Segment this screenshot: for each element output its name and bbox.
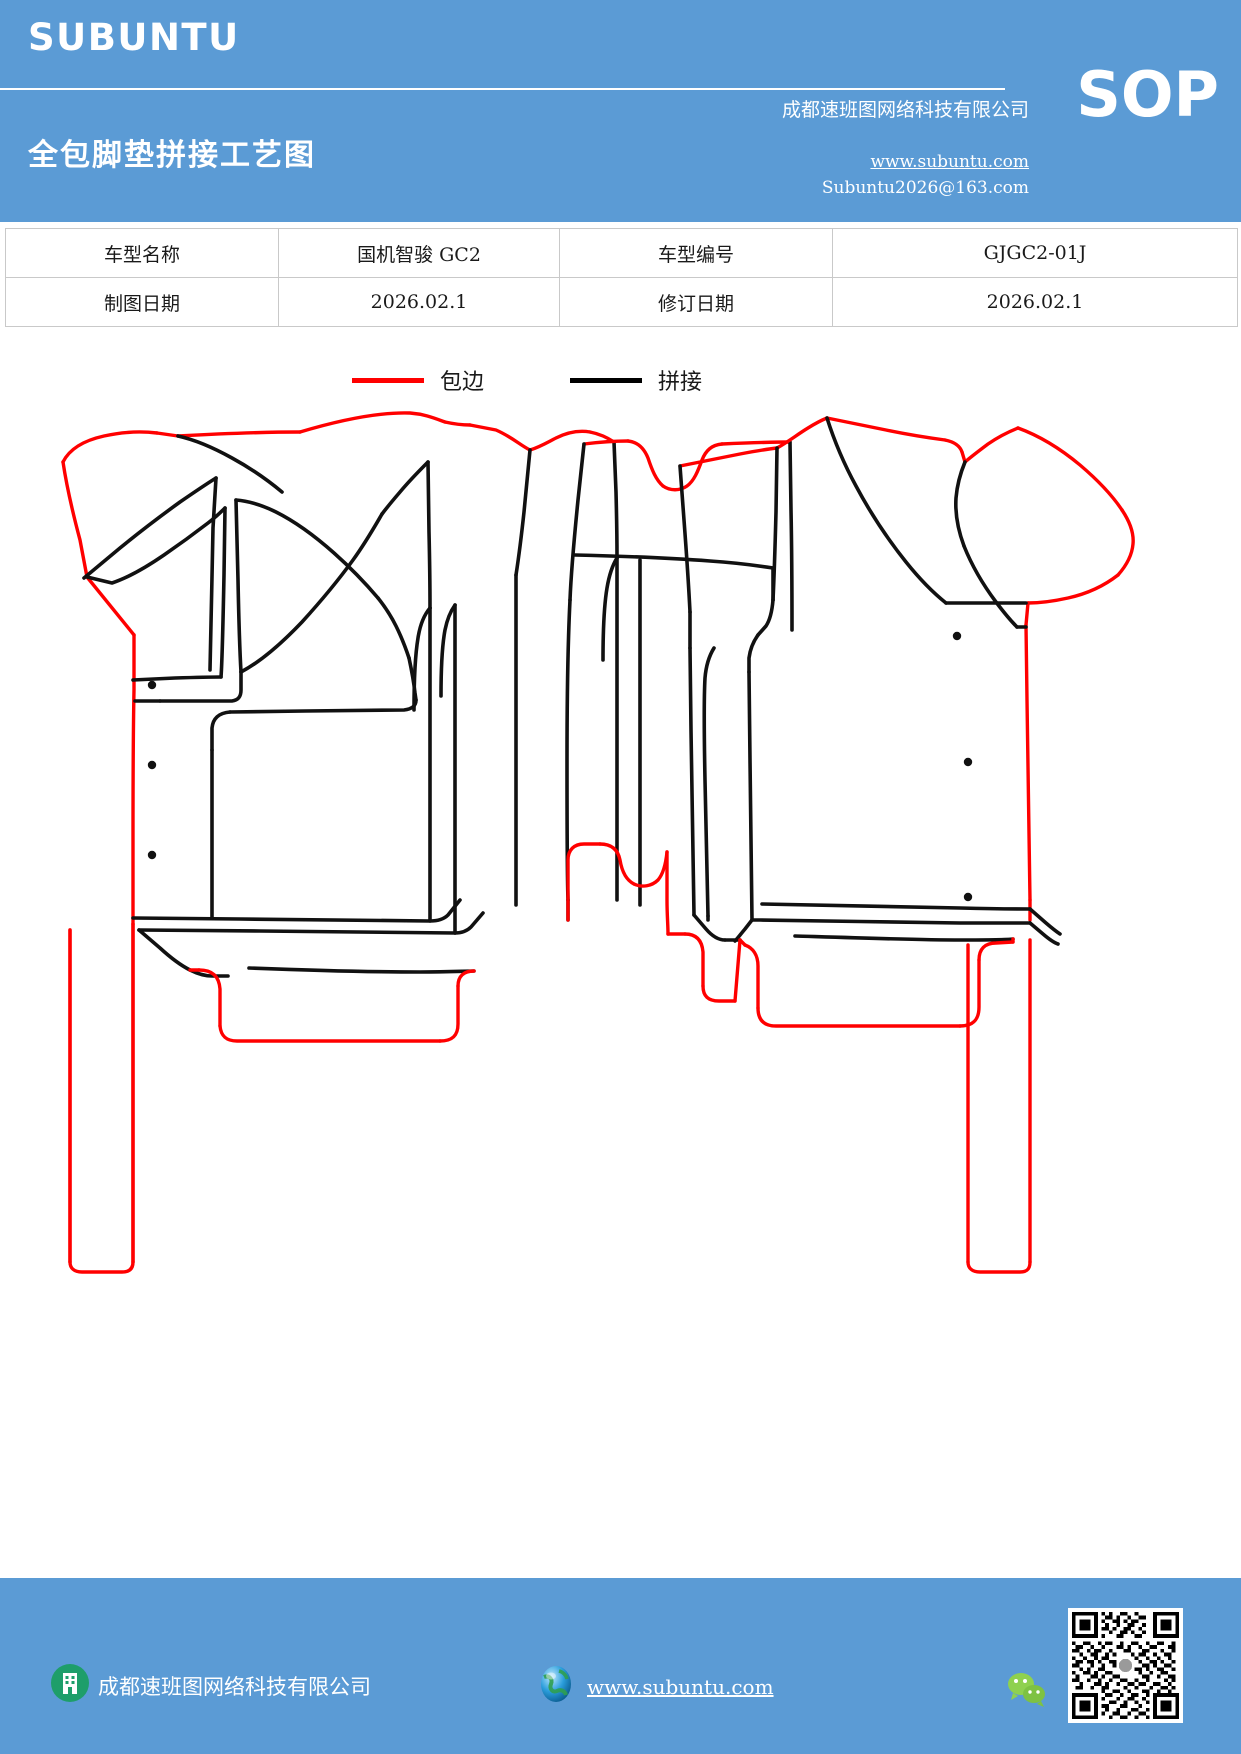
splice-seams-left-bottom bbox=[131, 556, 642, 978]
legend-label-binding: 包边 bbox=[440, 370, 485, 395]
binding-bottom-arch-centre bbox=[566, 842, 670, 936]
table-row: 制图日期 2026.02.1 修订日期 2026.02.1 bbox=[5, 277, 1238, 327]
cell-revision-date-label: 修订日期 bbox=[559, 277, 833, 327]
binding-straps bbox=[68, 922, 1032, 1274]
legend-item-binding: 包边 bbox=[352, 364, 484, 396]
binding-edges-right bbox=[678, 416, 1135, 922]
legend-item-splice: 拼接 bbox=[570, 364, 702, 396]
cell-model-name-label: 车型名称 bbox=[5, 228, 279, 278]
snap-marker-icon bbox=[147, 850, 157, 860]
snap-marker-group-right bbox=[952, 631, 973, 902]
splice-seams-right bbox=[678, 416, 1028, 922]
cell-model-code-value: GJGC2-01J bbox=[832, 228, 1238, 278]
table-row: 车型名称 国机智骏 GC2 车型编号 GJGC2-01J bbox=[5, 228, 1238, 278]
header-divider bbox=[0, 88, 1005, 90]
cell-revision-date-value: 2026.02.1 bbox=[832, 277, 1238, 327]
mat-pattern-svg bbox=[61, 411, 1135, 1274]
cell-model-name-value: 国机智骏 GC2 bbox=[278, 228, 560, 278]
binding-edges-left-lower bbox=[68, 916, 135, 1264]
snap-marker-icon bbox=[952, 631, 962, 641]
snap-marker-icon bbox=[963, 757, 973, 767]
building-icon bbox=[50, 1663, 90, 1708]
page-title: 全包脚垫拼接工艺图 bbox=[28, 138, 316, 173]
legend-swatch-black-line-icon bbox=[570, 377, 642, 383]
binding-bottom-tab-right bbox=[666, 932, 1015, 1028]
qr-code-icon bbox=[1068, 1608, 1183, 1723]
footer-company-name: 成都速班图网络科技有限公司 bbox=[98, 1674, 371, 1699]
snap-marker-icon bbox=[147, 760, 157, 770]
globe-icon bbox=[535, 1663, 577, 1710]
splice-seams-right-bottom bbox=[692, 902, 1062, 946]
footer-website-block[interactable]: www.subuntu.com bbox=[535, 1663, 774, 1710]
page-header: SUBUNTU 全包脚垫拼接工艺图 SOP 成都速班图网络科技有限公司 www.… bbox=[0, 0, 1241, 222]
page-footer: 成都速班图网络科技有限公司 www.subuntu.com bbox=[0, 1578, 1241, 1754]
header-company-name: 成都速班图网络科技有限公司 bbox=[781, 99, 1029, 121]
splice-seams-left bbox=[82, 434, 619, 752]
legend-swatch-red-line-icon bbox=[352, 377, 424, 383]
footer-company-block: 成都速班图网络科技有限公司 bbox=[50, 1663, 371, 1708]
cell-draw-date-label: 制图日期 bbox=[5, 277, 279, 327]
legend: 包边 拼接 bbox=[0, 358, 1241, 398]
floor-mat-technical-drawing bbox=[0, 400, 1241, 1410]
snap-marker-icon bbox=[147, 680, 157, 690]
cell-draw-date-value: 2026.02.1 bbox=[278, 277, 560, 327]
snap-marker-group-left bbox=[147, 680, 157, 860]
binding-edges-left bbox=[61, 411, 616, 920]
header-email: Subuntu2026@163.com bbox=[821, 178, 1029, 198]
wechat-icon bbox=[1005, 1670, 1051, 1715]
header-website-link[interactable]: www.subuntu.com bbox=[870, 152, 1029, 172]
vehicle-info-table: 车型名称 国机智骏 GC2 车型编号 GJGC2-01J 制图日期 2026.0… bbox=[5, 228, 1238, 327]
legend-label-splice: 拼接 bbox=[658, 370, 703, 395]
snap-marker-icon bbox=[963, 892, 973, 902]
binding-bottom-tab-left bbox=[188, 968, 476, 1043]
brand-logo: SUBUNTU bbox=[28, 16, 240, 59]
cell-model-code-label: 车型编号 bbox=[559, 228, 833, 278]
footer-website-link[interactable]: www.subuntu.com bbox=[587, 1674, 774, 1699]
sop-badge: SOP bbox=[1076, 58, 1219, 131]
splice-seams-centre bbox=[565, 440, 794, 922]
